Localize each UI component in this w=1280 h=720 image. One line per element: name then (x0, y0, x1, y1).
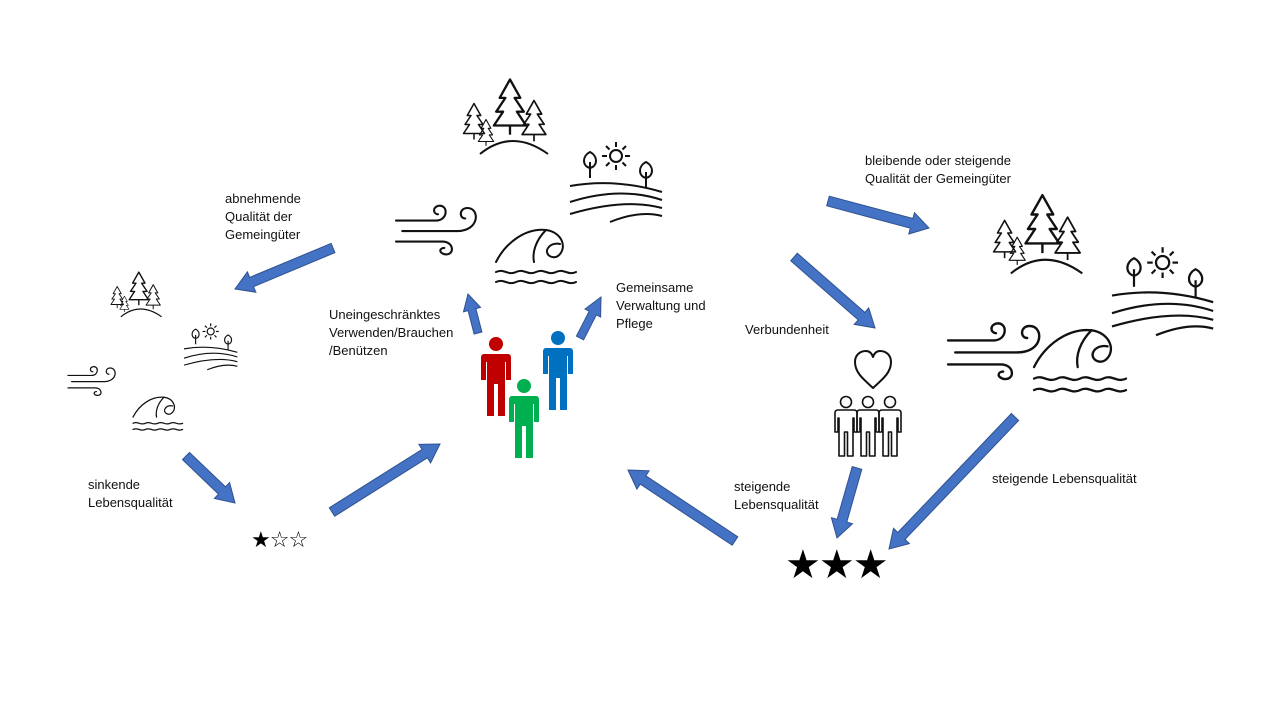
person-green-icon (509, 379, 539, 458)
arrow-low-to-people (328, 443, 441, 517)
right-wave-icon (1032, 328, 1128, 393)
label-gemeinsame: Gemeinsame Verwaltung und Pflege (616, 279, 706, 333)
label-line: Lebensqualität (88, 495, 173, 510)
label-line: Verwenden/Brauchen (329, 325, 454, 340)
label-steigende-mid: steigende Lebensqualität (734, 478, 819, 514)
arrow-people-to-landscape-right (575, 295, 602, 341)
label-line: abnehmende (225, 191, 301, 206)
label-line: steigende (734, 479, 791, 494)
left-fields-icon (184, 323, 237, 369)
rating-low-stars: ★☆☆ (251, 527, 308, 552)
arrow-to-right-landscape (826, 195, 930, 235)
label-steigende-right: steigende Lebensqualität (992, 471, 1137, 486)
label-abnehmende: abnehmende Qualität der Gemeingüter (225, 190, 301, 244)
arrow-group-to-high-rating (830, 465, 863, 539)
label-verbundenheit: Verbundenheit (745, 322, 829, 337)
center-fields-icon (570, 142, 662, 222)
arrow-to-verbundenheit (789, 252, 876, 329)
rating-high-stars: ★★★ (785, 543, 889, 587)
arrow-right-to-high-rating (888, 412, 1020, 550)
right-forest-icon (994, 195, 1083, 273)
label-line: Qualität der (225, 209, 293, 224)
arrow-high-rating-to-people (627, 469, 739, 546)
label-line: Verwaltung und (616, 298, 706, 313)
arrow-to-left-cluster (234, 242, 336, 293)
label-line: Uneingeschränktes (329, 307, 441, 322)
left-wind-icon (67, 366, 116, 397)
arrow-to-low-rating (181, 451, 236, 504)
center-wind-icon (394, 204, 477, 256)
right-fields-icon (1112, 247, 1213, 335)
label-line: Lebensqualität (734, 497, 819, 512)
right-wind-icon (946, 322, 1041, 381)
arrows-group (181, 195, 1020, 550)
group-people-icon (834, 395, 902, 457)
label-line: bleibende oder steigende (865, 153, 1012, 168)
center-wave-icon (495, 228, 577, 285)
label-bleibende: bleibende oder steigende Qualität der Ge… (865, 152, 1011, 188)
left-wave-icon (132, 396, 184, 431)
label-line: Gemeinsame (616, 280, 694, 295)
center-forest-icon (464, 80, 549, 155)
label-sinkende: sinkende Lebensqualität (88, 476, 173, 512)
label-uneingeschraenkt: Uneingeschränktes Verwenden/Brauchen /Be… (329, 306, 453, 360)
label-line: sinkende (88, 477, 141, 492)
left-forest-icon (111, 272, 162, 317)
label-line: Gemeingüter (225, 227, 301, 242)
heart-icon (854, 350, 892, 389)
person-red-icon (481, 337, 511, 416)
label-line: /Benützen (329, 343, 388, 358)
label-line: Pflege (616, 316, 653, 331)
person-blue-icon (543, 331, 573, 410)
arrow-people-to-landscape-left (462, 292, 483, 335)
label-line: Qualität der Gemeingüter (865, 171, 1011, 186)
